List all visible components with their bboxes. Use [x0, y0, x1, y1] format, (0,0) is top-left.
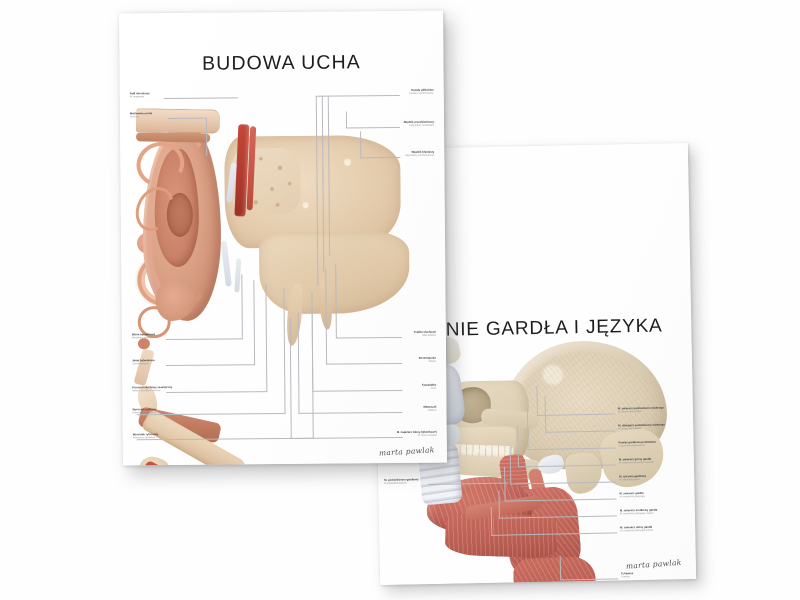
cochlea-apex-shape: [137, 338, 150, 350]
ear-cross-section-illustration: [128, 107, 428, 466]
skull-pharynx-tongue-muscles-illustration: [414, 333, 695, 585]
poster-budowa-ucha[interactable]: BUDOWA UCHA: [119, 10, 447, 466]
label-tympanic-cavity: Jama bębenkowa Cavum tympani: [132, 359, 155, 366]
label-trachea: Tchawica Trachea: [621, 572, 634, 579]
label-incus: Kowadełko Incus: [421, 383, 437, 390]
cartilage-shape: [220, 240, 232, 287]
poster-title-ucha: BUDOWA UCHA: [202, 51, 361, 75]
label-auditory-tube: Trąbka słuchowa Tuba auditiva: [413, 330, 436, 337]
label-vestibular-labyrinth: Błędnik przedsionkowy Labyrinthus vestib…: [403, 120, 435, 127]
label-constrictor-inferior: M. zwieracz dolny gardła M. constrictor …: [620, 525, 654, 533]
label-stylopharyngeus: M. rylcowo-gardłowy M. stylopharyngeus: [619, 474, 647, 482]
label-stapes: Strzemiączko Stapes: [418, 356, 437, 363]
label-constrictor-medius: M. zwieracz środkowy gardła M. constrict…: [619, 508, 658, 516]
label-mastoid-process: Wyrostek sutkowy Processus mastoideus: [132, 408, 157, 415]
label-constrictor-pharyngis: M. zwieracz gardła M. constrictor pharyn…: [619, 491, 645, 499]
mastoid-region-shape: [258, 230, 410, 315]
label-temporal-fold: Fałd skroniowy M. temporalis: [129, 92, 150, 99]
label-tympanic-membrane: Błona bębenkowa Membrana tympani: [131, 333, 156, 340]
label-malleus: Młoteczek Malleus: [423, 405, 437, 412]
label-palatopharyngeus: M. podniebienno-gardłowy M. palatopharyn…: [384, 478, 419, 485]
label-tensor-veli-palatini: M. dźwigacz podniebienia mięknego M. ten…: [618, 423, 666, 431]
label-auricula: Małżowina uszna Auricula: [129, 112, 153, 119]
label-constrictor-superior: M. zwieracz górny gardła M. constrictor …: [618, 457, 654, 465]
cartilage-shape: [234, 258, 242, 293]
label-external-canal: Przewód słuchowy zewnętrzny Meatus acust…: [132, 385, 173, 393]
label-levator-veli-palatini: M. zwieracz podniebienia mięknego M. lev…: [617, 406, 664, 414]
canal-lumen-shape: [136, 132, 211, 143]
inferior-constrictor-muscle-shape: [512, 555, 599, 585]
hyoglossus-muscle-shape: [444, 512, 558, 559]
label-fascia-pharyngobasilaris: Powięź gardłowo-podstawna Fascia pharyng…: [618, 440, 656, 448]
label-membranous-labyrinth: Błędnik błoniasty Labyrinthus membranace…: [404, 150, 435, 157]
label-semicircular-canals: Kanały półkoliste Canales semicirculares: [409, 88, 434, 95]
label-styloid-process: Wyrostek rylcowaty Processus styloideus: [132, 433, 159, 440]
